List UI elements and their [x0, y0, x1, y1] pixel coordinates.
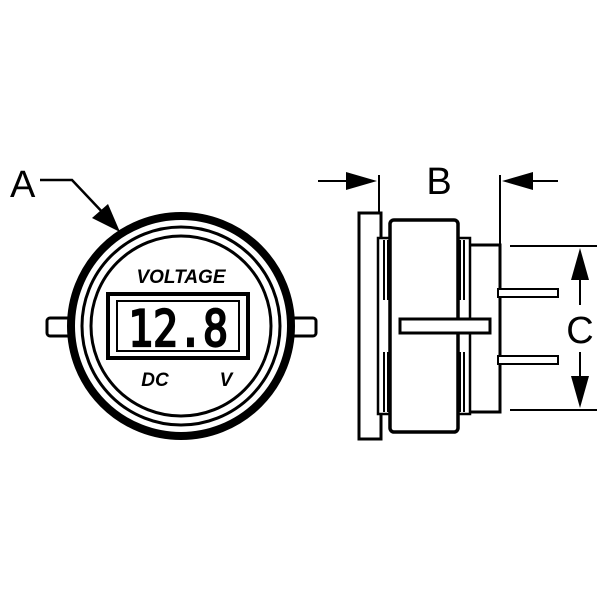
dimension-b: B: [318, 161, 558, 244]
thread-lines: [383, 240, 465, 412]
arrowhead-c-bottom: [571, 376, 589, 408]
arrowhead-c-top: [571, 248, 589, 280]
leader-line-a: [40, 178, 107, 217]
dimension-c: C: [510, 245, 597, 411]
arrowhead-b-left: [346, 172, 377, 190]
bezel-inner-ring: [80, 225, 282, 427]
side-view: [357, 211, 559, 441]
dimension-a: A: [10, 164, 120, 232]
label-c: C: [566, 310, 593, 352]
dc-label: DC: [141, 370, 169, 391]
leader-arrowhead-a: [92, 204, 120, 232]
volt-unit-label: V: [220, 370, 234, 391]
lcd-reading: 12.8: [128, 300, 228, 358]
lcd-window-inner: [116, 300, 240, 352]
arrowhead-b-right: [502, 172, 533, 190]
lower-terminal: [497, 355, 559, 365]
voltage-label: VOLTAGE: [136, 267, 226, 288]
label-b: B: [426, 161, 451, 203]
center-slot: [398, 317, 492, 335]
front-view: VOLTAGE 12.8 DC V: [45, 212, 318, 440]
label-a: A: [10, 164, 36, 206]
upper-terminal: [497, 288, 559, 298]
